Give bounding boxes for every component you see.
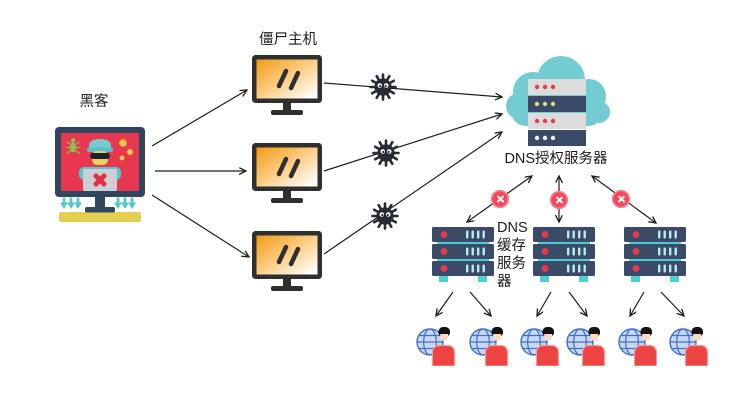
zombie-host-icon-1 [252, 55, 322, 115]
dns-cache-server-label: DNS 缓存 服务 器 [497, 220, 528, 290]
arrow-hacker-to-zombie-3 [151, 194, 249, 257]
dns-cache-server-icon-1 [432, 227, 494, 283]
dns-auth-server-icon [506, 56, 610, 146]
virus-icon-2 [372, 139, 400, 167]
arrow-cache2-to-user3 [537, 291, 552, 316]
user-icon-4 [566, 322, 606, 366]
user-icon-6 [669, 322, 709, 366]
hacker-icon [55, 127, 145, 222]
arrow-hacker-to-zombie-1 [151, 90, 247, 147]
blocked-icon-1 [491, 190, 509, 208]
dns-cache-server-icon-2 [533, 227, 595, 283]
user-icon-5 [618, 322, 658, 366]
hacker-label: 黑客 [79, 94, 109, 110]
dns-cache-server-icon-3 [624, 227, 686, 283]
zombie-host-icon-3 [252, 231, 322, 291]
arrow-zombie2-to-auth [323, 114, 502, 172]
arrow-cache1-to-user1 [436, 291, 454, 316]
user-icon-1 [416, 322, 456, 366]
dns-auth-server-label: DNS授权服务器 [504, 151, 608, 167]
zombie-hosts-label: 僵尸主机 [259, 32, 317, 48]
arrow-zombie3-to-auth [323, 132, 502, 255]
virus-icon-3 [371, 202, 399, 230]
blocked-icon-3 [612, 190, 630, 208]
user-icon-2 [469, 322, 509, 366]
zombie-host-icon-2 [252, 143, 322, 203]
user-icon-3 [520, 322, 560, 366]
arrow-cache3-to-user6 [660, 291, 684, 316]
arrow-cache2-to-user4 [568, 291, 587, 316]
arrow-cache1-to-user2 [469, 291, 491, 316]
arrow-cache3-to-user5 [630, 291, 645, 316]
virus-icon-1 [369, 73, 397, 101]
blocked-icon-2 [550, 191, 568, 209]
arrow-zombie1-to-auth [323, 82, 502, 97]
